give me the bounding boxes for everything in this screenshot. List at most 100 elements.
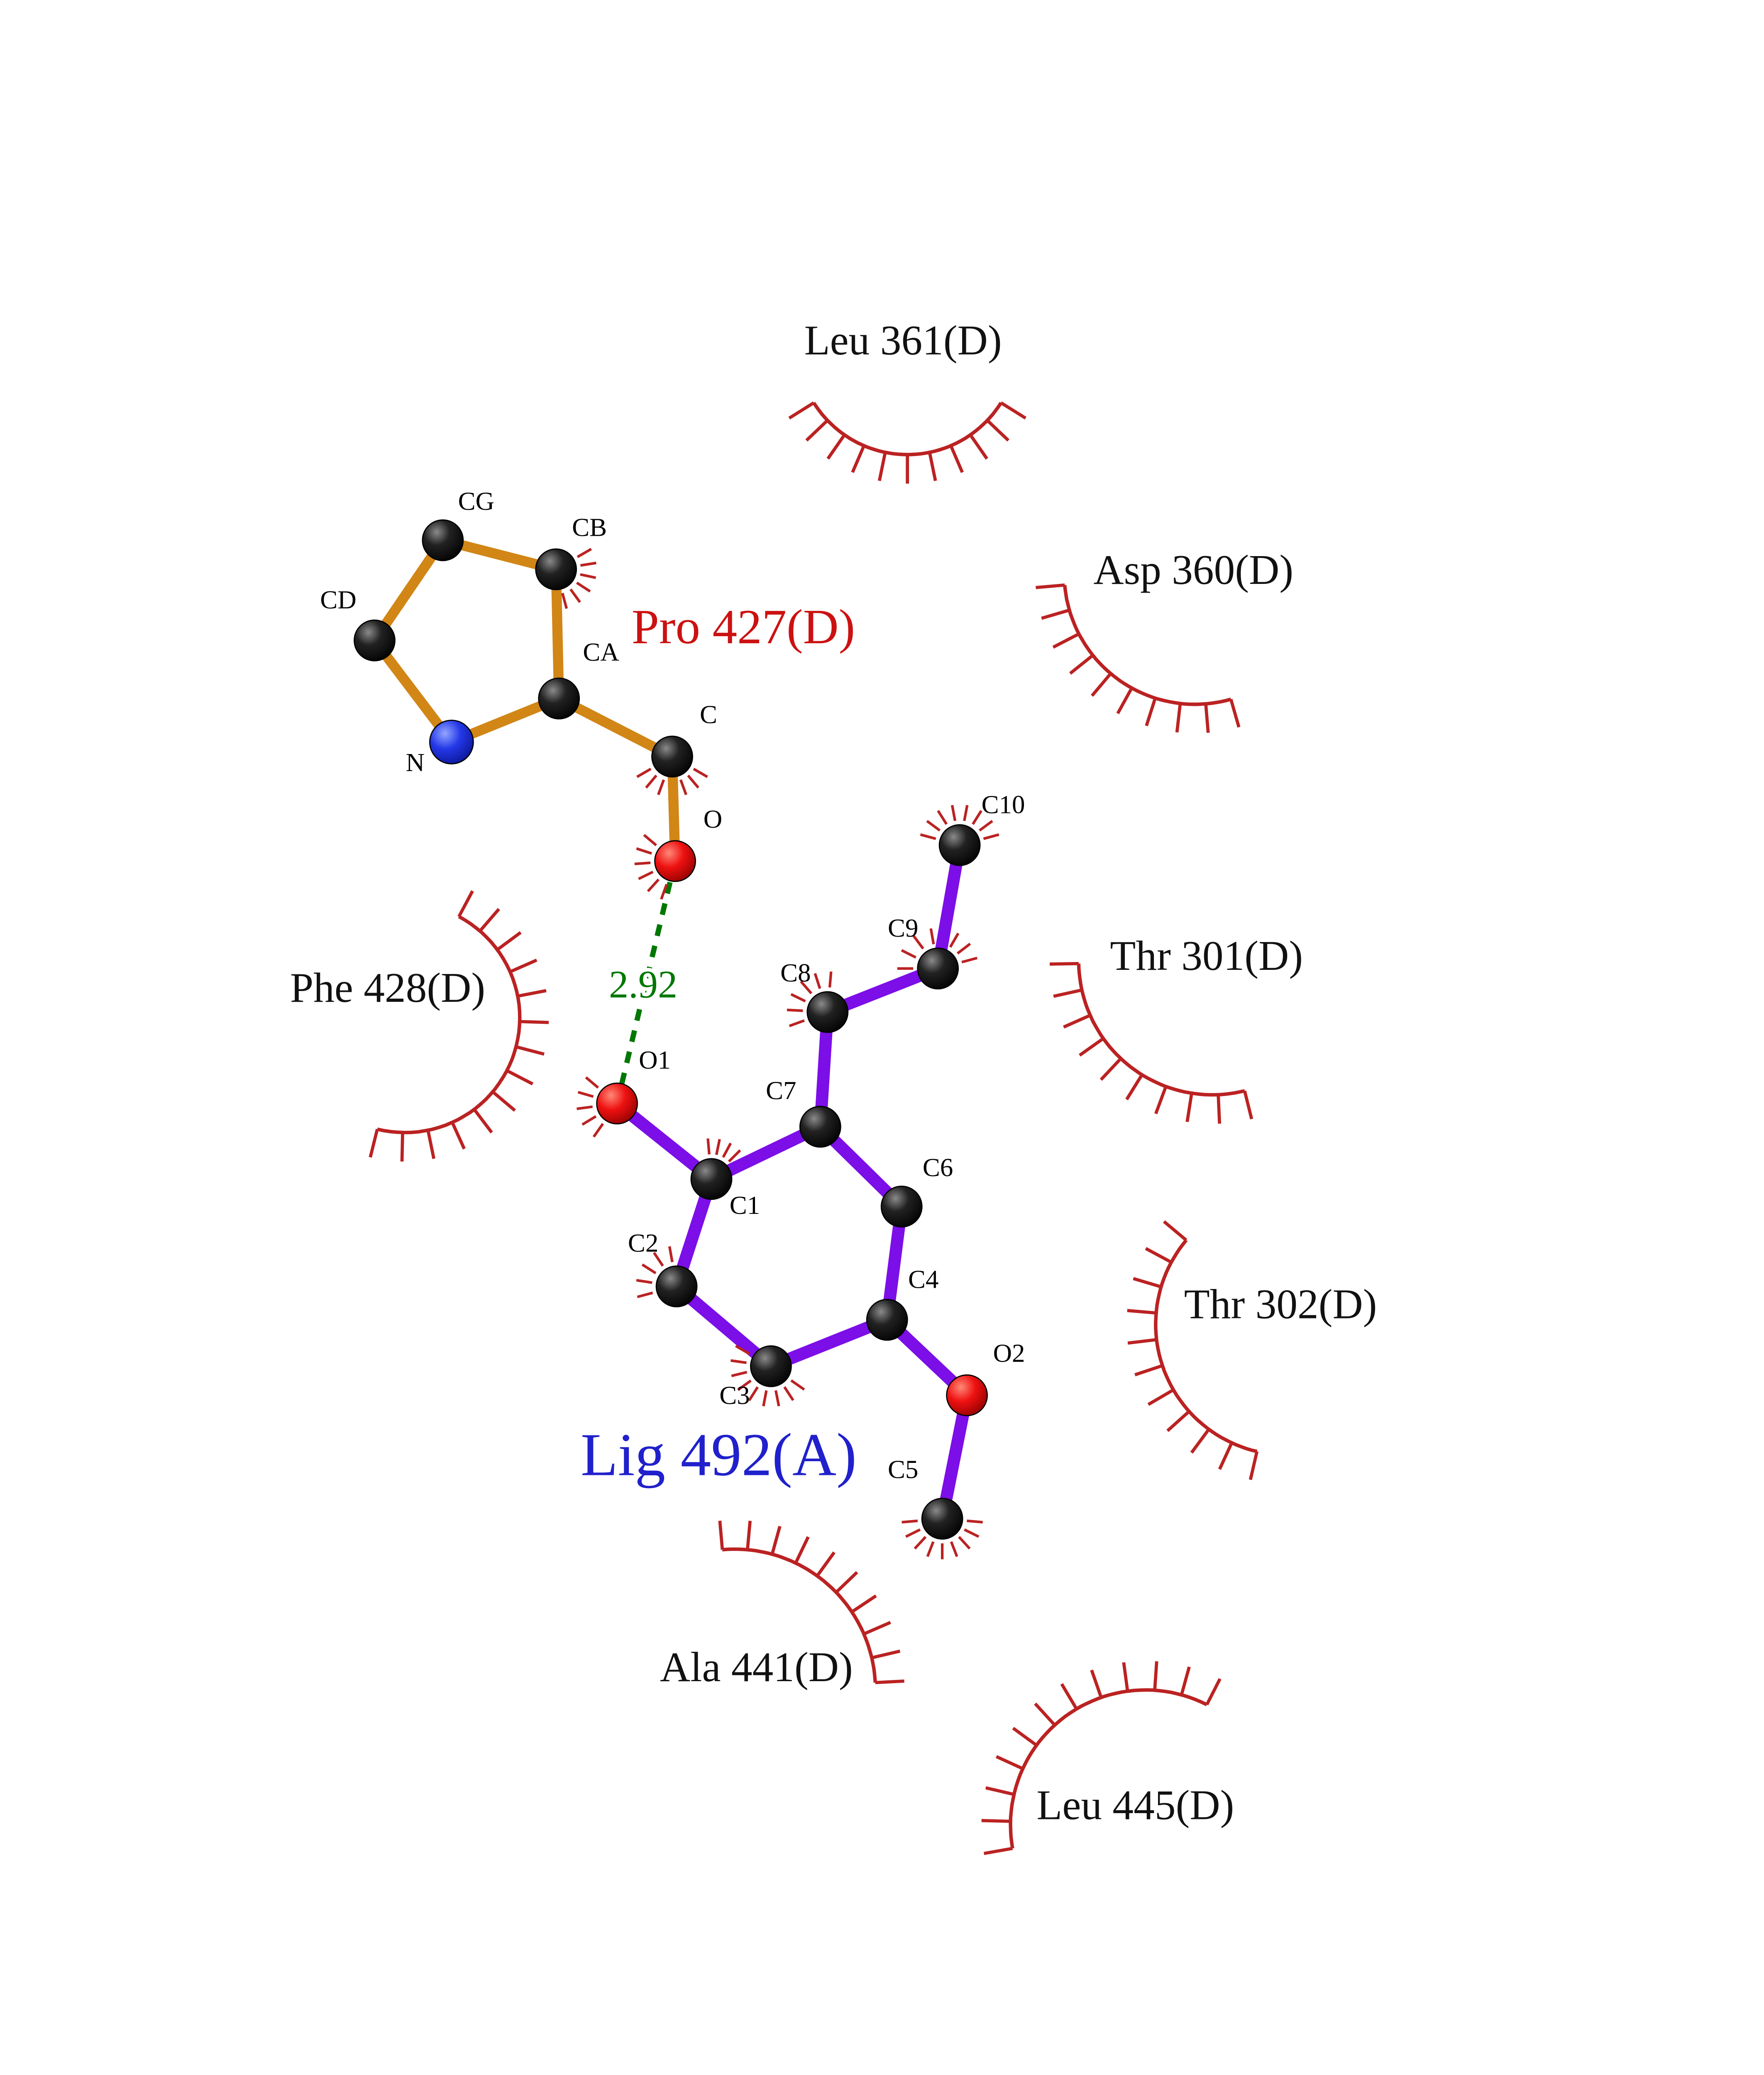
atom-spoke [949, 933, 960, 948]
atom-label-CG: CG [458, 486, 494, 515]
contact-arc [1063, 585, 1231, 706]
contact-spoke [426, 1130, 435, 1159]
atom-spoke [963, 805, 969, 821]
contact-arc [1154, 1239, 1258, 1453]
atom-spoke [728, 1149, 741, 1163]
contact-arc [377, 915, 522, 1135]
contact-spoke [875, 1679, 904, 1684]
atom-spoke [636, 1279, 652, 1284]
contact-spoke [1229, 698, 1241, 728]
atom-spoke [693, 768, 708, 778]
atom-spoke [580, 573, 596, 579]
contact-spoke [851, 445, 866, 473]
residue-label-leu-445-d: Leu 445(D) [1036, 1782, 1234, 1828]
atom-spoke [706, 1138, 711, 1155]
atom-spoke [920, 833, 936, 840]
atom-spoke [814, 973, 821, 989]
contact-leu-445-d: Leu 445(D) [981, 1661, 1234, 1855]
contact-phe-428-d: Phe 428(D) [290, 890, 549, 1162]
atom-spoke [585, 1076, 599, 1089]
atom-spoke [638, 871, 654, 880]
atom-spoke [569, 588, 581, 603]
atom-contact-spokes-C10 [920, 805, 999, 840]
contact-spoke [1205, 1678, 1222, 1706]
atom-contact-spokes-O1 [577, 1076, 604, 1138]
atom-spoke [983, 833, 999, 840]
residue-label-asp-360-d: Asp 360(D) [1093, 547, 1293, 593]
atom-contact-spokes-C [636, 768, 665, 796]
atom-spoke [958, 1536, 971, 1550]
atom-spoke [637, 1291, 653, 1299]
contact-spoke [985, 1786, 1014, 1796]
contact-spoke [1053, 988, 1082, 998]
contact-spoke [863, 1621, 891, 1636]
contact-spoke [1127, 1309, 1156, 1315]
contact-spoke [1243, 1090, 1253, 1120]
atom-spoke [653, 1252, 664, 1267]
bond-O2-C5 [936, 1389, 973, 1525]
atom-contact-spokes-C [679, 768, 708, 796]
contact-spoke [1217, 1094, 1222, 1124]
hbond-distance-label: 2.92 [609, 963, 677, 1006]
contact-spoke [1133, 1277, 1162, 1289]
contact-spoke [1145, 1247, 1172, 1264]
atom-contact-spokes-C5 [902, 1519, 983, 1560]
pro427-bonds [369, 535, 680, 867]
atom-spoke [961, 957, 978, 964]
atom-C1 [690, 1158, 733, 1200]
ligand-label: Lig 492(A) [581, 1421, 857, 1489]
hydrophobic-contacts: Leu 361(D)Asp 360(D)Thr 301(D)Thr 302(D)… [290, 317, 1377, 1855]
contact-spoke [1090, 672, 1112, 697]
contact-spoke [1000, 401, 1027, 420]
atom-spoke [956, 942, 971, 955]
atom-label-O1: O1 [639, 1045, 671, 1074]
atom-spoke [828, 971, 833, 988]
contact-spoke [369, 1128, 379, 1158]
atom-spoke [748, 1386, 759, 1401]
atom-spoke [722, 1142, 732, 1158]
contact-spoke [1248, 1451, 1259, 1480]
contact-spoke [491, 1090, 516, 1112]
atom-spoke [905, 1528, 921, 1538]
contact-arc [1009, 1688, 1208, 1849]
contact-spoke [986, 419, 1010, 442]
contact-spoke [451, 1121, 466, 1150]
contact-spoke [457, 890, 474, 918]
atom-contact-spokes-C8 [787, 971, 833, 1028]
atom-spoke [800, 980, 813, 994]
atom-spoke [901, 949, 916, 959]
contact-spoke [516, 1045, 545, 1056]
atom-spoke [645, 774, 657, 789]
atom-spoke [641, 1263, 657, 1274]
atom-spoke [577, 548, 592, 558]
contact-spoke [1036, 583, 1065, 589]
atom-spoke [787, 1008, 803, 1012]
atom-spoke [737, 1379, 752, 1391]
contact-spoke [1060, 1683, 1078, 1710]
contact-spoke [509, 959, 538, 974]
atom-label-C1: C1 [730, 1191, 760, 1220]
contact-spoke [877, 452, 887, 481]
atom-C8 [806, 991, 849, 1033]
atom-spoke [929, 928, 935, 945]
atom-spoke [687, 774, 699, 789]
contact-thr-301-d: Thr 301(D) [1050, 933, 1303, 1124]
contact-spoke [1127, 1338, 1157, 1345]
atom-N [429, 720, 474, 764]
residue-label-leu-361-d: Leu 361(D) [804, 317, 1002, 364]
contact-spoke [871, 1649, 901, 1660]
atom-O2 [946, 1374, 988, 1416]
atom-spoke [964, 1528, 980, 1538]
atom-label-O2: O2 [993, 1339, 1025, 1368]
contact-spoke [1041, 608, 1070, 620]
contact-spoke [788, 401, 815, 420]
contact-spoke [949, 445, 964, 473]
contact-spoke [1190, 1428, 1210, 1454]
contact-arc [1077, 963, 1245, 1097]
contact-spoke [479, 908, 500, 932]
atom-label-CB: CB [572, 513, 607, 542]
atom-label-C5: C5 [888, 1455, 918, 1484]
atom-spoke [660, 884, 668, 900]
atom-spoke [950, 805, 957, 821]
atom-spoke [914, 1536, 927, 1550]
